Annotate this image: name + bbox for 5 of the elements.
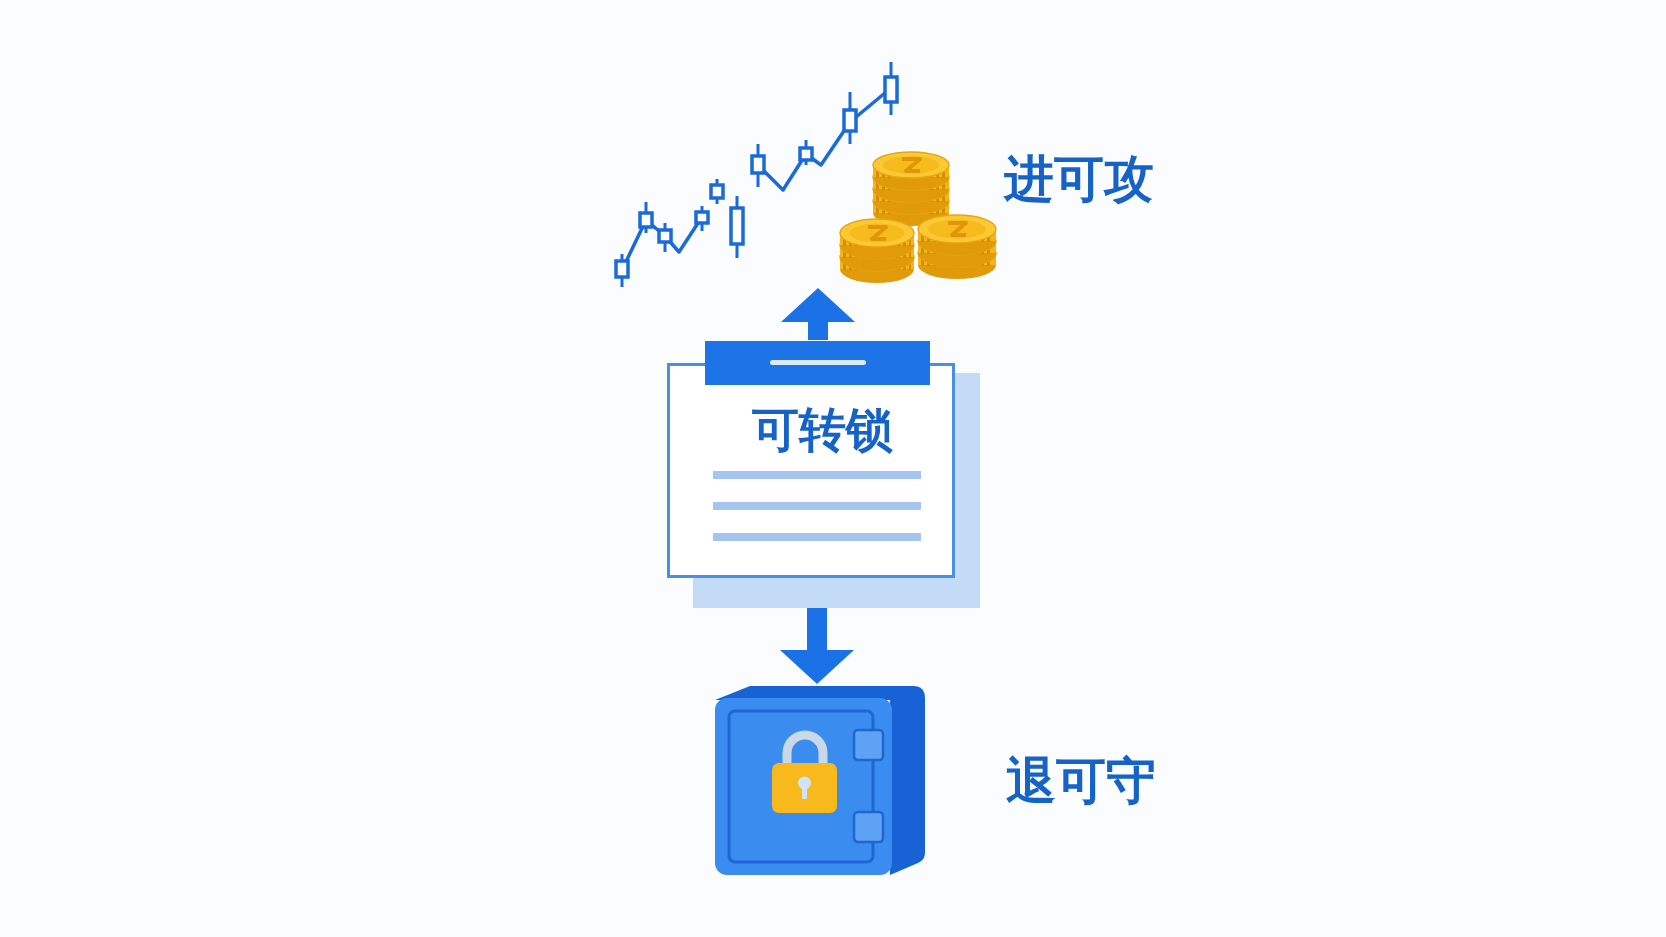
- side-caption: 进可攻: [1004, 151, 1154, 207]
- side-caption: 退可守: [1006, 753, 1156, 809]
- arrow: [781, 288, 855, 340]
- document-title: 可转锁: [751, 404, 893, 456]
- arrow: [780, 608, 854, 684]
